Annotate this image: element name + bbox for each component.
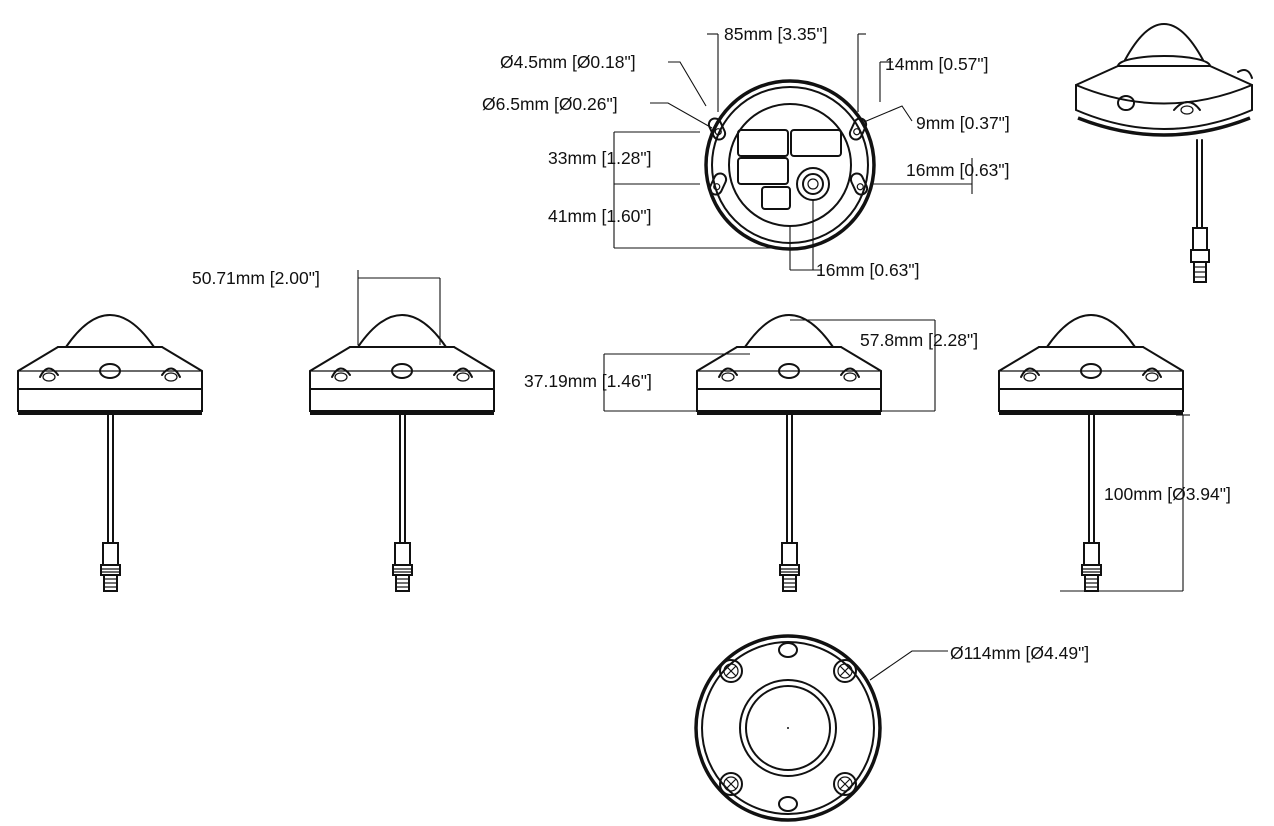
label-width-85: 85mm [3.35"] [724, 24, 827, 44]
label-diameter: Ø114mm [Ø4.49"] [950, 643, 1089, 663]
label-cable-length: 100mm [Ø3.94"] [1104, 484, 1231, 504]
side-view-1 [17, 314, 203, 592]
label-vert-41: 41mm [1.60"] [548, 206, 651, 226]
isometric-view [1075, 23, 1253, 283]
label-hole-large: Ø6.5mm [Ø0.26"] [482, 94, 618, 114]
side-view-dimensions [357, 270, 1190, 592]
label-hole-small: Ø4.5mm [Ø0.18"] [500, 52, 636, 72]
label-horiz-16-bottom: 16mm [0.63"] [816, 260, 919, 280]
label-offset-9: 9mm [0.37"] [916, 113, 1010, 133]
label-horiz-16-right: 16mm [0.63"] [906, 160, 1009, 180]
dimension-labels: 85mm [3.35"] Ø4.5mm [Ø0.18"] Ø6.5mm [Ø0.… [192, 24, 1231, 663]
bottom-view [694, 634, 948, 822]
label-offset-14: 14mm [0.57"] [885, 54, 988, 74]
side-view-4 [998, 314, 1184, 592]
label-dome-width: 50.71mm [2.00"] [192, 268, 320, 288]
top-view-dimensions [613, 33, 973, 271]
side-view-2 [309, 314, 495, 592]
label-vert-33: 33mm [1.28"] [548, 148, 651, 168]
label-total-height: 57.8mm [2.28"] [860, 330, 978, 350]
top-view [704, 79, 876, 251]
label-body-height: 37.19mm [1.46"] [524, 371, 652, 391]
side-view-3 [696, 314, 882, 592]
